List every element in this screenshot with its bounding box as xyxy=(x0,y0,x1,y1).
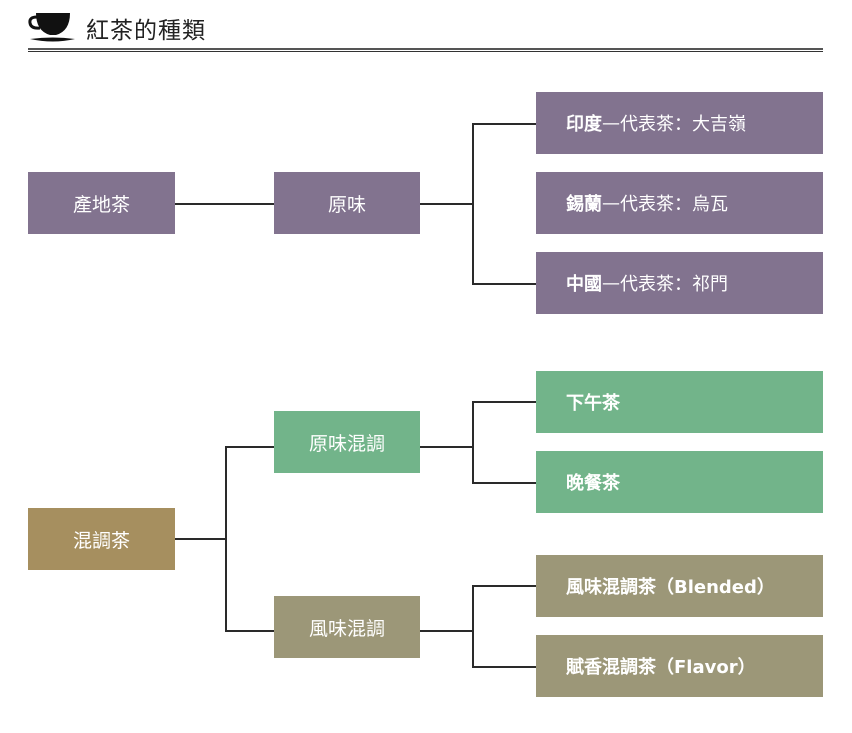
connector xyxy=(225,446,274,448)
page-header: 紅茶的種類 xyxy=(28,8,206,48)
node-blend-tea: 混調茶 xyxy=(28,508,175,570)
connector xyxy=(472,585,474,667)
leaf-flavor-tea: 賦香混調茶（Flavor） xyxy=(536,635,823,697)
leaf-name: 印度 xyxy=(566,114,602,135)
node-label: 混調茶 xyxy=(72,529,130,552)
leaf-desc: 代表茶：大吉嶺 xyxy=(620,114,746,135)
leaf-dinner-tea: 晚餐茶 xyxy=(536,451,823,513)
leaf-name: 下午茶 xyxy=(566,393,620,414)
page-title: 紅茶的種類 xyxy=(86,18,206,44)
node-plain: 原味 xyxy=(274,172,420,234)
connector xyxy=(420,630,472,632)
connector xyxy=(225,630,274,632)
connector xyxy=(472,283,536,285)
connector xyxy=(472,123,536,125)
leaf-name: 風味混調茶（Blended） xyxy=(566,577,775,598)
leaf-sep: — xyxy=(602,272,620,294)
connector xyxy=(472,123,474,284)
connector xyxy=(472,585,536,587)
node-label: 風味混調 xyxy=(308,617,385,640)
title-rule-thin xyxy=(28,51,823,52)
leaf-name: 錫蘭 xyxy=(566,194,602,215)
leaf-afternoon-tea: 下午茶 xyxy=(536,371,823,433)
connector xyxy=(472,666,536,668)
node-flavor-blend: 風味混調 xyxy=(274,596,420,658)
leaf-ceylon: 錫蘭—代表茶：烏瓦 xyxy=(536,172,823,234)
leaf-desc: 代表茶：烏瓦 xyxy=(620,194,728,215)
connector xyxy=(225,446,227,632)
title-rule xyxy=(28,48,823,50)
leaf-sep: — xyxy=(602,192,620,214)
node-label: 原味混調 xyxy=(308,432,385,455)
node-plain-blend: 原味混調 xyxy=(274,411,420,473)
leaf-india: 印度—代表茶：大吉嶺 xyxy=(536,92,823,154)
leaf-china: 中國—代表茶：祁門 xyxy=(536,252,823,314)
node-label: 產地茶 xyxy=(72,193,130,216)
leaf-name: 晚餐茶 xyxy=(566,473,620,494)
teacup-icon xyxy=(28,13,75,42)
leaf-blended-tea: 風味混調茶（Blended） xyxy=(536,555,823,617)
node-origin-tea: 產地茶 xyxy=(28,172,175,234)
connector xyxy=(420,203,472,205)
node-label: 原味 xyxy=(327,193,366,216)
connector xyxy=(472,482,536,484)
leaf-sep: — xyxy=(602,112,620,134)
connector xyxy=(175,538,225,540)
connector xyxy=(472,401,536,403)
connector xyxy=(472,401,474,483)
connector xyxy=(175,203,274,205)
leaf-name: 中國 xyxy=(566,274,602,295)
leaf-name: 賦香混調茶（Flavor） xyxy=(566,657,756,678)
connector xyxy=(420,446,472,448)
leaf-desc: 代表茶：祁門 xyxy=(620,274,728,295)
